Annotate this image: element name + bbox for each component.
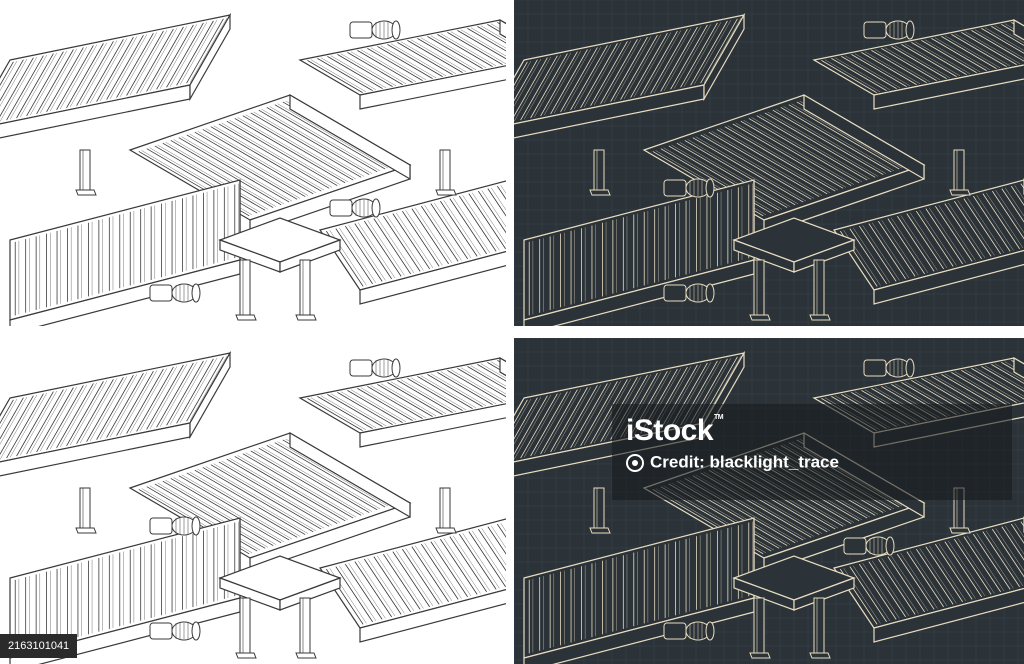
conveyor-drawing-light-top [0,12,506,326]
drawing-panel-bottom-right [514,338,1024,664]
roller-conveyor-lower-right [319,518,506,643]
roller-conveyor-upper-right [298,356,506,448]
transfer-junction [732,217,856,273]
image-id-label: 2163101041 [0,634,78,658]
support-leg [949,149,971,196]
roller-conveyor-lower-right [833,178,1024,305]
support-leg [75,149,97,196]
gear-motor [329,198,381,218]
watermark-logo: iStockTM [626,414,724,447]
support-leg [235,259,257,321]
support-leg [295,259,317,321]
roller-conveyor-center [128,431,412,573]
transfer-junction [732,555,856,611]
panel-divider-horizontal [0,326,1024,338]
stock-watermark: iStockTM Credit: blacklight_trace [612,404,1012,500]
conveyor-drawing-dark-top [514,0,1024,326]
support-leg [589,149,611,196]
drawing-panel-bottom-left [0,338,506,664]
gear-motor [149,621,201,641]
roller-conveyor-upper-left [514,12,746,139]
gear-motor [843,536,895,556]
drawing-panel-top-left [0,0,506,326]
support-leg [809,259,831,321]
gear-motor [863,358,915,378]
support-leg [589,487,611,534]
credit-icon [626,453,644,472]
roller-conveyor-center [128,93,412,235]
gear-motor [663,283,715,303]
gear-motor [149,283,201,303]
support-leg [235,597,257,659]
support-leg [435,487,457,534]
roller-conveyor-lower-left [523,517,755,664]
roller-conveyor-upper-right [298,18,506,110]
roller-conveyor-lower-right [833,516,1024,643]
gear-motor [349,20,401,40]
roller-conveyor-lower-left [523,179,755,326]
conveyor-drawing-light-bottom [0,350,506,664]
drawing-panel-top-right [514,0,1024,326]
gear-motor [149,516,201,536]
watermark-credit: Credit: blacklight_trace [626,452,839,473]
support-leg [749,597,771,659]
transfer-junction [218,555,342,611]
support-leg [75,487,97,534]
roller-conveyor-lower-right [319,180,506,305]
roller-conveyor-upper-left [0,12,232,139]
gear-motor [863,20,915,40]
gear-motor [349,358,401,378]
roller-conveyor-upper-right [812,18,1024,110]
support-leg [749,259,771,321]
support-leg [295,597,317,659]
conveyor-drawing-dark-bottom [514,338,1024,664]
roller-conveyor-upper-left [0,350,232,477]
roller-conveyor-lower-left [9,179,241,326]
support-leg [809,597,831,659]
transfer-junction [218,217,342,273]
support-leg [435,149,457,196]
gear-motor [663,621,715,641]
gear-motor [663,178,715,198]
